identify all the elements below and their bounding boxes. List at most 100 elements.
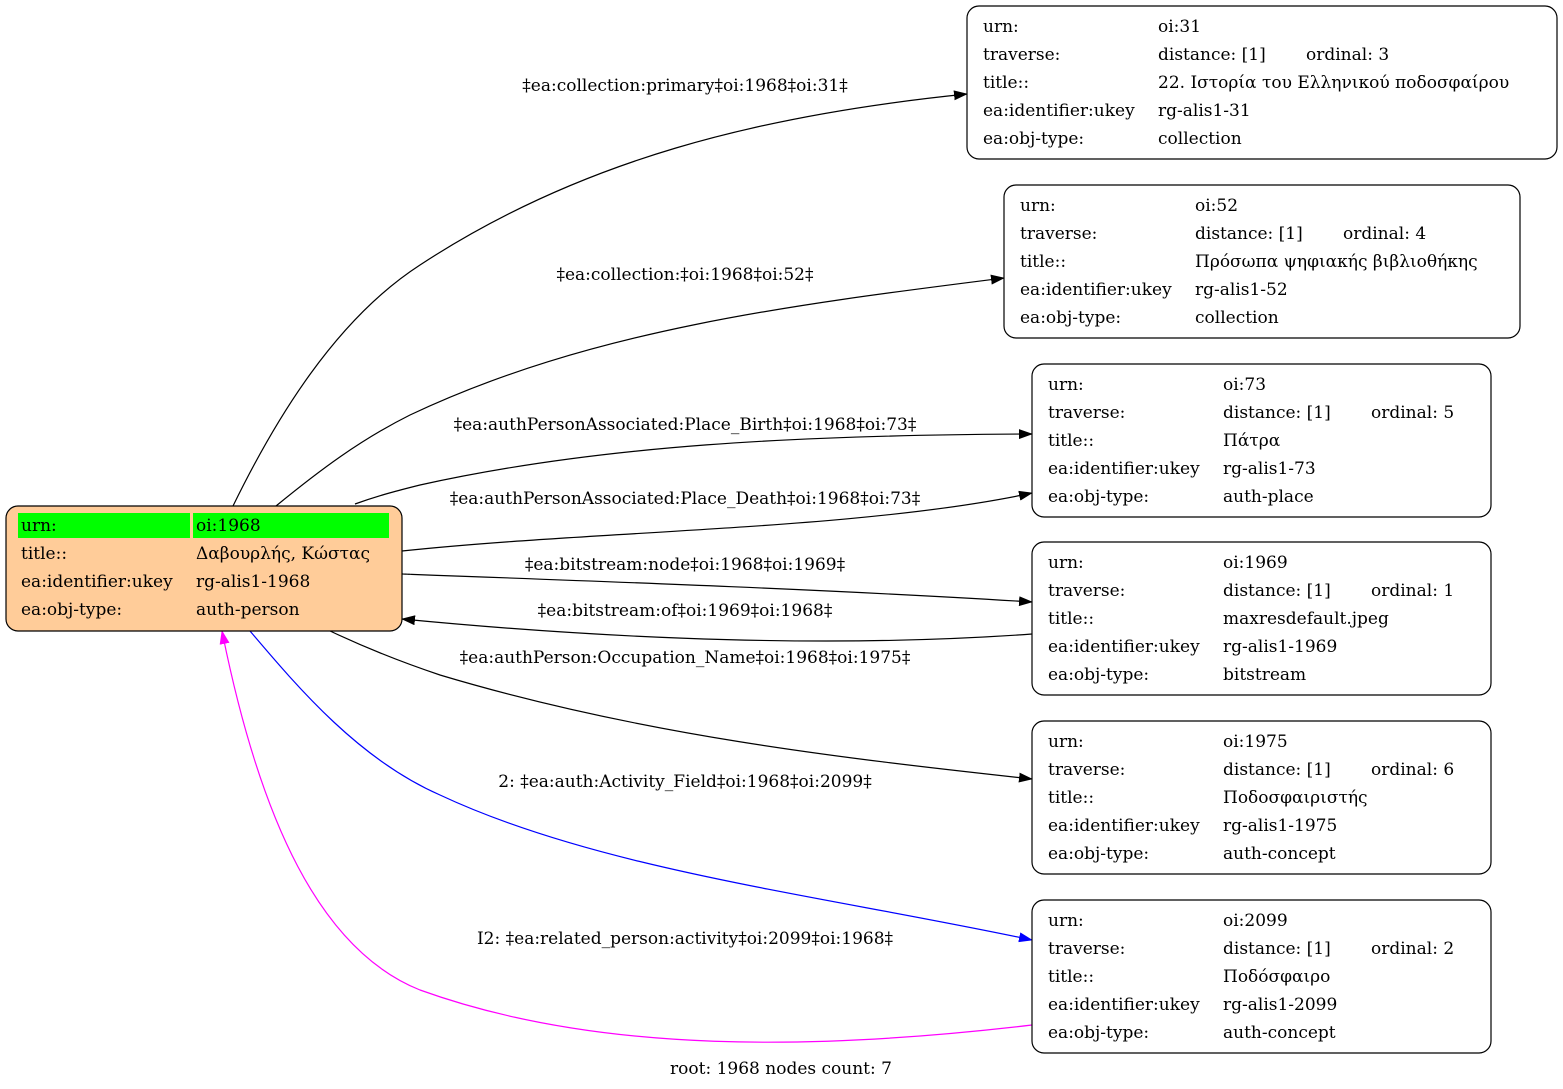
node-value: oi:52 xyxy=(1195,196,1238,216)
node-key: ea:identifier:ukey xyxy=(1048,637,1200,657)
node-oi-1975[interactable]: urn: oi:1975 traverse: distance: [1] ord… xyxy=(1031,720,1492,875)
node-value: distance: [1] xyxy=(1223,581,1331,601)
node-key: ea:identifier:ukey xyxy=(1048,995,1200,1015)
node-key: title:: xyxy=(983,73,1029,93)
edge-label: 2: ‡ea:auth:Activity_Field‡oi:1968‡oi:20… xyxy=(498,772,872,792)
node-oi-31[interactable]: urn: oi:31 traverse: distance: [1] ordin… xyxy=(966,5,1558,160)
node-value: rg-alis1-2099 xyxy=(1223,995,1337,1015)
node-value: auth-place xyxy=(1223,487,1314,507)
edge-place-birth xyxy=(354,429,1033,505)
node-value: rg-alis1-31 xyxy=(1158,101,1251,121)
root-urn-key-highlight xyxy=(18,513,190,538)
node-key: urn: xyxy=(1048,553,1084,573)
node-key: ea:obj-type: xyxy=(1048,1023,1149,1043)
node-oi-52[interactable]: urn: oi:52 traverse: distance: [1] ordin… xyxy=(1003,184,1521,339)
root-node[interactable]: urn: oi:1968 title:: Δαβουρλής, Κώστας e… xyxy=(5,505,403,632)
node-value: bitstream xyxy=(1223,665,1306,685)
edge-related-activity xyxy=(219,630,1033,1043)
node-value: 22. Ιστορία του Ελληνικού ποδοσφαίρου xyxy=(1158,73,1509,93)
edge-collection-primary xyxy=(232,90,968,507)
edge-label: I2: ‡ea:related_person:activity‡oi:2099‡… xyxy=(477,929,894,949)
node-key: title:: xyxy=(1048,609,1094,629)
root-key: ea:obj-type: xyxy=(21,600,122,620)
node-value: Ποδόσφαιρο xyxy=(1223,967,1330,987)
edge-label: ‡ea:authPersonAssociated:Place_Death‡oi:… xyxy=(450,489,921,509)
node-oi-1969[interactable]: urn: oi:1969 traverse: distance: [1] ord… xyxy=(1031,541,1492,696)
node-value: collection xyxy=(1195,308,1279,328)
node-key: urn: xyxy=(1048,732,1084,752)
node-key: traverse: xyxy=(1048,760,1125,780)
node-key: ea:identifier:ukey xyxy=(1048,816,1200,836)
edge-activity-field xyxy=(249,630,1033,943)
node-key: ea:obj-type: xyxy=(1048,844,1149,864)
node-value: collection xyxy=(1158,129,1242,149)
node-key: ea:obj-type: xyxy=(1020,308,1121,328)
node-value: rg-alis1-73 xyxy=(1223,459,1316,479)
node-value: ordinal: 3 xyxy=(1306,45,1389,65)
edge-label: ‡ea:authPerson:Occupation_Name‡oi:1968‡o… xyxy=(460,648,911,668)
graph-footer: root: 1968 nodes count: 7 xyxy=(670,1059,892,1079)
node-key: ea:identifier:ukey xyxy=(1048,459,1200,479)
node-value: auth-concept xyxy=(1223,844,1336,864)
node-value: maxresdefault.jpeg xyxy=(1223,609,1389,629)
root-value: auth-person xyxy=(196,600,300,620)
node-key: urn: xyxy=(1020,196,1056,216)
root-key: title:: xyxy=(21,544,67,564)
node-key: title:: xyxy=(1048,788,1094,808)
node-key: ea:obj-type: xyxy=(1048,487,1149,507)
root-value: Δαβουρλής, Κώστας xyxy=(196,544,370,564)
edge-label: ‡ea:authPersonAssociated:Place_Birth‡oi:… xyxy=(454,415,917,435)
node-key: traverse: xyxy=(1020,224,1097,244)
node-value: distance: [1] xyxy=(1195,224,1303,244)
node-value: oi:2099 xyxy=(1223,911,1288,931)
node-key: ea:identifier:ukey xyxy=(1020,280,1172,300)
edge-collection xyxy=(275,274,1005,507)
node-key: ea:obj-type: xyxy=(983,129,1084,149)
node-value: ordinal: 1 xyxy=(1371,581,1454,601)
edge-bitstream-of xyxy=(401,615,1033,642)
node-value: Πάτρα xyxy=(1223,431,1281,451)
node-oi-2099[interactable]: urn: oi:2099 traverse: distance: [1] ord… xyxy=(1031,899,1492,1054)
node-value: Ποδοσφαιριστής xyxy=(1223,788,1368,808)
node-key: traverse: xyxy=(983,45,1060,65)
edge-label: ‡ea:collection:‡oi:1968‡oi:52‡ xyxy=(556,265,814,285)
node-value: rg-alis1-1975 xyxy=(1223,816,1337,836)
node-key: ea:obj-type: xyxy=(1048,665,1149,685)
node-oi-73[interactable]: urn: oi:73 traverse: distance: [1] ordin… xyxy=(1031,363,1492,518)
node-key: urn: xyxy=(1048,375,1084,395)
node-key: urn: xyxy=(983,17,1019,37)
node-value: Πρόσωπα ψηφιακής βιβλιοθήκης xyxy=(1195,252,1478,272)
root-value: rg-alis1-1968 xyxy=(196,572,310,592)
node-key: traverse: xyxy=(1048,581,1125,601)
node-value: ordinal: 5 xyxy=(1371,403,1454,423)
edge-label: ‡ea:bitstream:node‡oi:1968‡oi:1969‡ xyxy=(525,555,846,575)
node-key: traverse: xyxy=(1048,403,1125,423)
edge-occupation xyxy=(327,629,1033,783)
node-key: ea:identifier:ukey xyxy=(983,101,1135,121)
node-value: rg-alis1-1969 xyxy=(1223,637,1337,657)
root-urn-value-highlight xyxy=(193,513,389,538)
node-value: rg-alis1-52 xyxy=(1195,280,1288,300)
node-key: title:: xyxy=(1048,431,1094,451)
edge-bitstream-node xyxy=(401,573,1033,607)
node-value: oi:1975 xyxy=(1223,732,1288,752)
edge-label: ‡ea:bitstream:of‡oi:1969‡oi:1968‡ xyxy=(538,601,833,621)
root-value: oi:1968 xyxy=(196,516,261,536)
root-key: ea:identifier:ukey xyxy=(21,572,173,592)
edge-label: ‡ea:collection:primary‡oi:1968‡oi:31‡ xyxy=(522,76,848,96)
node-value: oi:31 xyxy=(1158,17,1201,37)
node-key: title:: xyxy=(1020,252,1066,272)
node-key: title:: xyxy=(1048,967,1094,987)
node-value: distance: [1] xyxy=(1158,45,1266,65)
node-value: distance: [1] xyxy=(1223,939,1331,959)
node-value: oi:1969 xyxy=(1223,553,1288,573)
node-key: urn: xyxy=(1048,911,1084,931)
node-key: traverse: xyxy=(1048,939,1125,959)
node-value: oi:73 xyxy=(1223,375,1266,395)
node-value: ordinal: 4 xyxy=(1343,224,1426,244)
node-value: auth-concept xyxy=(1223,1023,1336,1043)
node-value: ordinal: 2 xyxy=(1371,939,1454,959)
node-value: distance: [1] xyxy=(1223,760,1331,780)
node-value: ordinal: 6 xyxy=(1371,760,1454,780)
